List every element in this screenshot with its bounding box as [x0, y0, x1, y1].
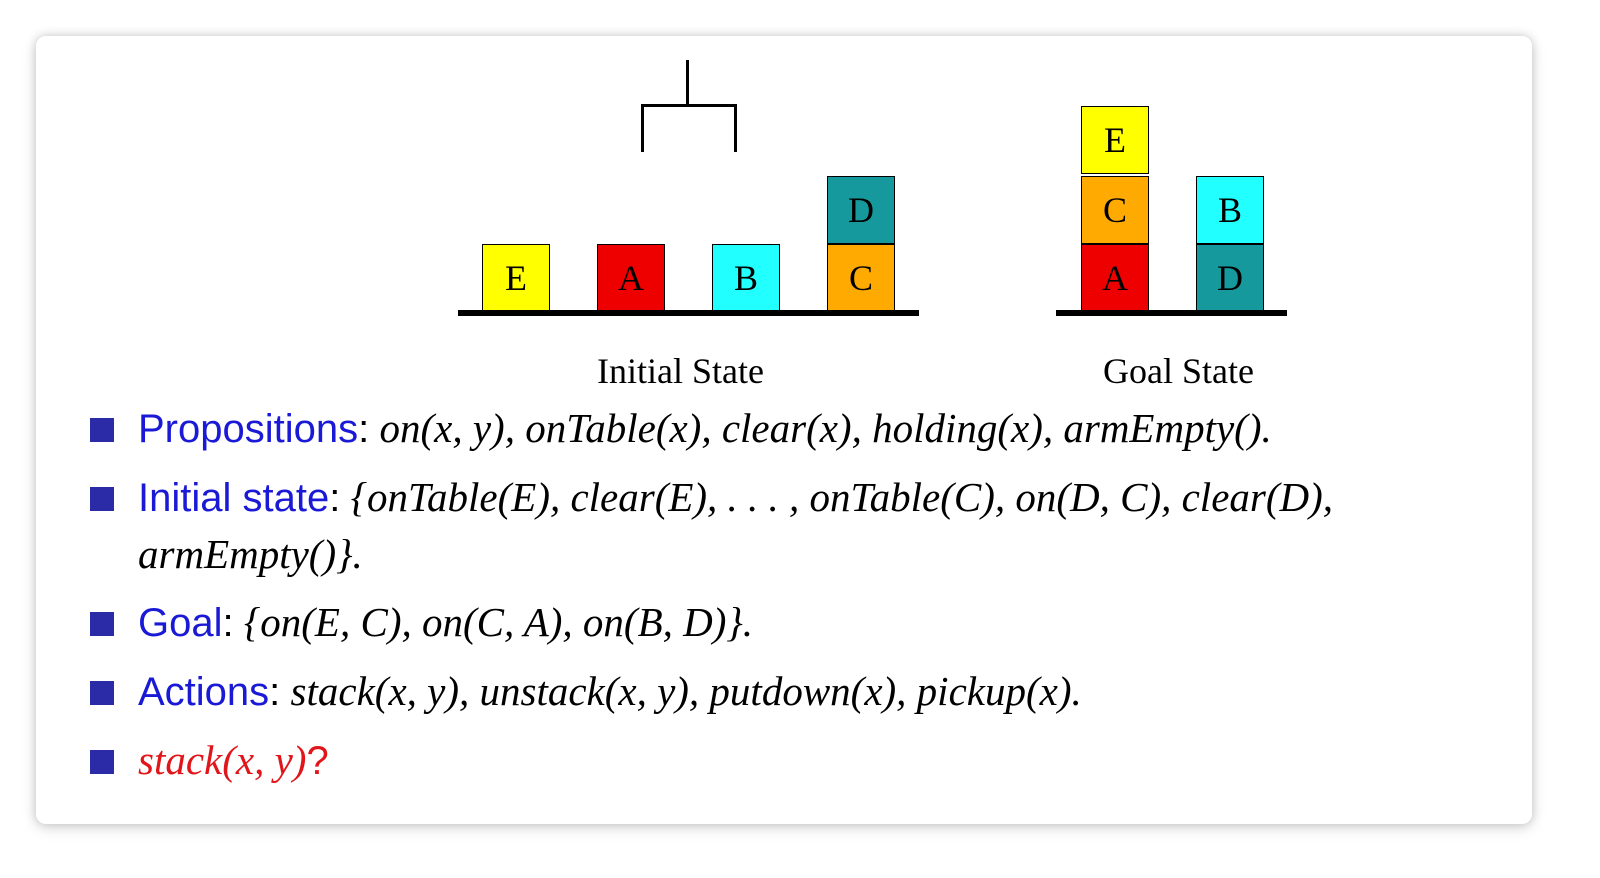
bullet-question: stack(x, y)? — [90, 732, 1510, 789]
initial-table — [458, 310, 919, 316]
propositions-keyword: Propositions — [138, 407, 359, 451]
colon: : — [269, 670, 281, 714]
colon: : — [358, 407, 370, 451]
goal-block-d: D — [1196, 244, 1264, 312]
goal-keyword: Goal — [138, 601, 223, 645]
bullet-goal: Goal: {on(E, C), on(C, A), on(B, D)}. — [90, 594, 1510, 651]
goal-state-caption: Goal State — [1103, 351, 1254, 391]
bullet-square-icon — [90, 418, 114, 442]
propositions-text: on(x, y), onTable(x), clear(x), holding(… — [379, 405, 1272, 451]
bullet-actions: Actions: stack(x, y), unstack(x, y), put… — [90, 663, 1510, 720]
gripper-stem — [686, 60, 689, 106]
colon: : — [329, 476, 341, 520]
initial-state-text: {onTable(E), clear(E), . . . , onTable(C… — [138, 474, 1334, 577]
bullet-square-icon — [90, 612, 114, 636]
goal-block-b: B — [1196, 176, 1264, 244]
goal-block-e: E — [1081, 106, 1149, 174]
initial-block-d: D — [827, 176, 895, 244]
initial-block-b: B — [712, 244, 780, 312]
bullet-square-icon — [90, 750, 114, 774]
actions-keyword: Actions — [138, 670, 270, 714]
bullet-square-icon — [90, 487, 114, 511]
bullet-initial-state: Initial state: {onTable(E), clear(E), . … — [90, 469, 1510, 582]
goal-block-c: C — [1081, 176, 1149, 244]
gripper-left-finger — [641, 104, 644, 152]
gripper-right-finger — [734, 104, 737, 152]
initial-block-c: C — [827, 244, 895, 312]
initial-block-e: E — [482, 244, 550, 312]
actions-text: stack(x, y), unstack(x, y), putdown(x), … — [290, 668, 1082, 714]
goal-block-a: A — [1081, 244, 1149, 312]
slide-card — [36, 36, 1532, 824]
question-mark: ? — [306, 739, 329, 783]
colon: : — [222, 601, 234, 645]
question-text: stack(x, y) — [138, 737, 307, 783]
gripper-bar — [641, 104, 737, 107]
initial-state-keyword: Initial state — [138, 476, 330, 520]
goal-table — [1056, 310, 1287, 316]
initial-state-caption: Initial State — [597, 351, 764, 391]
bullet-square-icon — [90, 681, 114, 705]
goal-text: {on(E, C), on(C, A), on(B, D)}. — [243, 599, 754, 645]
bullet-propositions: Propositions: on(x, y), onTable(x), clea… — [90, 400, 1510, 457]
initial-block-a: A — [597, 244, 665, 312]
bullet-list: Propositions: on(x, y), onTable(x), clea… — [90, 400, 1510, 801]
